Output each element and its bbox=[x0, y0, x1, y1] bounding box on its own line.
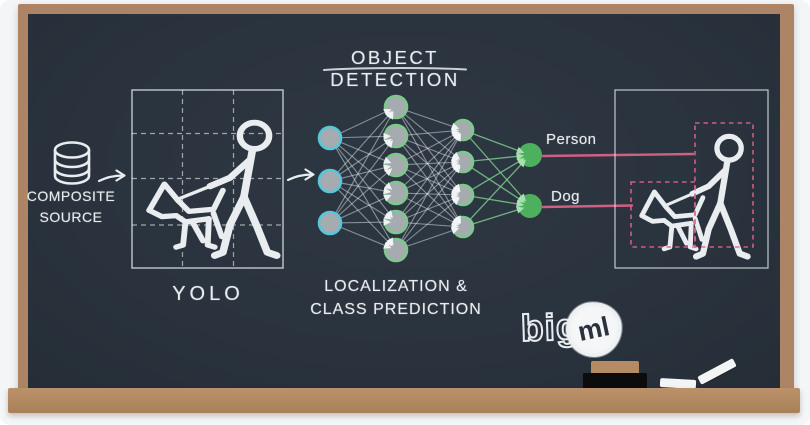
bigml-logo-ml-text: ml bbox=[575, 311, 613, 347]
yolo-label: YOLO bbox=[172, 283, 244, 305]
page-title: OBJECT DETECTION bbox=[330, 47, 460, 90]
eraser-base bbox=[583, 373, 647, 389]
composite-source-label-line2: SOURCE bbox=[39, 209, 103, 225]
composite-source-label-line1: COMPOSITE bbox=[26, 188, 116, 204]
eraser-icon bbox=[591, 361, 639, 375]
bigml-logo: big ml bbox=[519, 299, 631, 360]
network-caption-line2: CLASS PREDICTION bbox=[310, 301, 482, 318]
person-class-label: Person bbox=[546, 131, 597, 148]
dog-class-label: Dog bbox=[551, 188, 581, 205]
chalk-tray bbox=[8, 388, 800, 413]
network-caption-line1: LOCALIZATION & bbox=[324, 278, 468, 295]
